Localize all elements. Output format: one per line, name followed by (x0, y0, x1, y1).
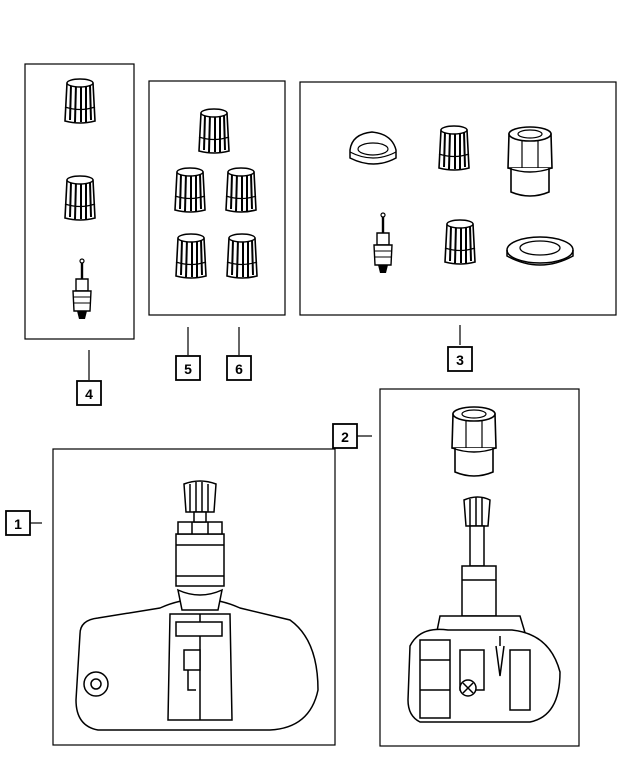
seal-washer-part (506, 236, 574, 266)
callout-6: 6 (226, 355, 252, 381)
tire-pressure-sensor-1 (75, 480, 319, 731)
kit-4-box (24, 63, 135, 340)
tire-pressure-sensor-2 (407, 496, 561, 723)
leader-lines (30, 325, 461, 524)
callout-4: 4 (76, 380, 102, 406)
callout-3: 3 (447, 346, 473, 372)
callout-2: 2 (332, 423, 358, 449)
part-2-box (379, 388, 580, 747)
part-1-box (52, 448, 336, 746)
svg-text:2: 2 (341, 429, 349, 445)
callout-1: 1 (5, 510, 31, 536)
kit-3-box (299, 81, 617, 316)
svg-text:1: 1 (14, 516, 22, 532)
grommet-part (349, 131, 397, 165)
callout-5: 5 (175, 355, 201, 381)
svg-text:3: 3 (456, 352, 464, 368)
svg-text:6: 6 (235, 361, 243, 377)
svg-text:4: 4 (85, 386, 93, 402)
kit-5-6-box (148, 80, 286, 316)
svg-text:5: 5 (184, 361, 192, 377)
